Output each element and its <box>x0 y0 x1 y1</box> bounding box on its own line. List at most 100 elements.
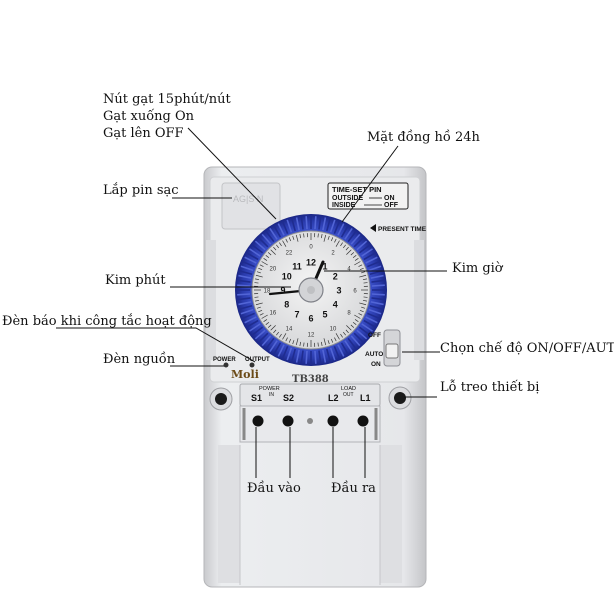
ring-tooth[interactable] <box>326 348 331 362</box>
ring-tooth[interactable] <box>246 319 259 328</box>
ring-tooth[interactable] <box>358 326 371 336</box>
ring-tooth[interactable] <box>246 252 259 261</box>
label-hour-hand: Kim giờ <box>452 261 503 276</box>
ring-tooth[interactable] <box>273 225 282 238</box>
ring-tooth[interactable] <box>353 332 364 343</box>
ring-tooth[interactable] <box>273 342 282 355</box>
ring-tooth[interactable] <box>305 216 308 230</box>
ring-tooth[interactable] <box>269 228 278 240</box>
ring-tooth[interactable] <box>305 350 308 364</box>
ring-tooth[interactable] <box>318 216 322 230</box>
ring-tooth[interactable] <box>291 348 296 362</box>
ring-tooth[interactable] <box>318 350 322 364</box>
dial-tick <box>354 319 359 322</box>
ring-tooth[interactable] <box>333 346 341 359</box>
ring-tooth[interactable] <box>244 316 257 324</box>
ring-tooth[interactable] <box>337 344 345 357</box>
ring-tooth[interactable] <box>371 293 385 296</box>
ring-tooth[interactable] <box>286 347 293 361</box>
ring-tooth[interactable] <box>340 225 349 238</box>
ring-tooth[interactable] <box>261 233 272 245</box>
ring-tooth[interactable] <box>249 323 261 332</box>
screw-l1[interactable] <box>357 415 369 427</box>
ring-tooth[interactable] <box>371 297 385 301</box>
ring-tooth[interactable] <box>326 218 331 232</box>
ring-tooth[interactable] <box>237 293 251 296</box>
ring-tooth[interactable] <box>295 217 300 231</box>
ring-tooth[interactable] <box>333 221 341 234</box>
ring-tooth[interactable] <box>361 248 373 257</box>
ring-tooth[interactable] <box>367 260 380 268</box>
ring-tooth[interactable] <box>322 349 327 363</box>
ring-tooth[interactable] <box>350 335 361 347</box>
ring-tooth[interactable] <box>356 329 368 340</box>
ring-tooth[interactable] <box>249 248 261 257</box>
ring-tooth[interactable] <box>237 297 251 301</box>
ring-tooth[interactable] <box>237 284 251 287</box>
ring-tooth[interactable] <box>238 301 252 306</box>
ring-tooth[interactable] <box>281 346 289 359</box>
ring-tooth[interactable] <box>370 301 384 306</box>
ring-tooth[interactable] <box>286 219 293 233</box>
ring-tooth[interactable] <box>258 332 269 343</box>
ring-tooth[interactable] <box>239 270 253 275</box>
ring-tooth[interactable] <box>368 308 382 315</box>
ring-tooth[interactable] <box>251 244 264 254</box>
screw-s2[interactable] <box>282 415 294 427</box>
ring-tooth[interactable] <box>295 349 300 363</box>
ring-tooth[interactable] <box>265 230 275 243</box>
ring-tooth[interactable] <box>269 340 278 352</box>
ring-tooth[interactable] <box>344 340 353 352</box>
ring-tooth[interactable] <box>300 350 304 364</box>
ring-tooth[interactable] <box>277 344 285 357</box>
ring-tooth[interactable] <box>365 316 378 324</box>
ring-tooth[interactable] <box>340 342 349 355</box>
ring-tooth[interactable] <box>347 337 357 350</box>
ring-tooth[interactable] <box>363 319 376 328</box>
ring-tooth[interactable] <box>239 305 253 310</box>
ring-tooth[interactable] <box>244 256 257 264</box>
ring-tooth[interactable] <box>237 279 251 283</box>
ring-tooth[interactable] <box>371 284 385 287</box>
ring-tooth[interactable] <box>281 221 289 234</box>
ring-tooth[interactable] <box>329 219 336 233</box>
screw-s1[interactable] <box>252 415 264 427</box>
mode-switch-knob[interactable] <box>385 343 399 359</box>
ring-tooth[interactable] <box>277 223 285 236</box>
ring-tooth[interactable] <box>353 237 364 248</box>
ring-tooth[interactable] <box>344 228 353 240</box>
ring-tooth[interactable] <box>369 305 383 310</box>
ring-tooth[interactable] <box>238 274 252 279</box>
ring-tooth[interactable] <box>370 274 384 279</box>
ring-tooth[interactable] <box>240 265 254 272</box>
ring-tooth[interactable] <box>265 337 275 350</box>
ring-tooth[interactable] <box>368 265 382 272</box>
ring-tooth[interactable] <box>261 335 272 347</box>
ring-tooth[interactable] <box>314 350 317 364</box>
ring-tooth[interactable] <box>240 308 254 315</box>
ring-tooth[interactable] <box>300 216 304 230</box>
dial-tick <box>334 337 337 342</box>
ring-tooth[interactable] <box>314 216 317 230</box>
ring-tooth[interactable] <box>254 329 266 340</box>
ring-tooth[interactable] <box>367 312 380 320</box>
ring-tooth[interactable] <box>329 347 336 361</box>
ring-tooth[interactable] <box>251 326 264 336</box>
ring-tooth[interactable] <box>258 237 269 248</box>
ring-tooth[interactable] <box>358 244 371 254</box>
ring-tooth[interactable] <box>242 260 255 268</box>
ring-tooth[interactable] <box>356 240 368 251</box>
ring-tooth[interactable] <box>371 279 385 283</box>
ring-tooth[interactable] <box>242 312 255 320</box>
dial-tick <box>346 249 352 255</box>
ring-tooth[interactable] <box>347 230 357 243</box>
ring-tooth[interactable] <box>337 223 345 236</box>
ring-tooth[interactable] <box>350 233 361 245</box>
ring-tooth[interactable] <box>254 240 266 251</box>
ring-tooth[interactable] <box>361 323 373 332</box>
ring-tooth[interactable] <box>291 218 296 232</box>
screw-l2[interactable] <box>327 415 339 427</box>
ring-tooth[interactable] <box>322 217 327 231</box>
ring-tooth[interactable] <box>363 252 376 261</box>
ring-tooth[interactable] <box>365 256 378 264</box>
